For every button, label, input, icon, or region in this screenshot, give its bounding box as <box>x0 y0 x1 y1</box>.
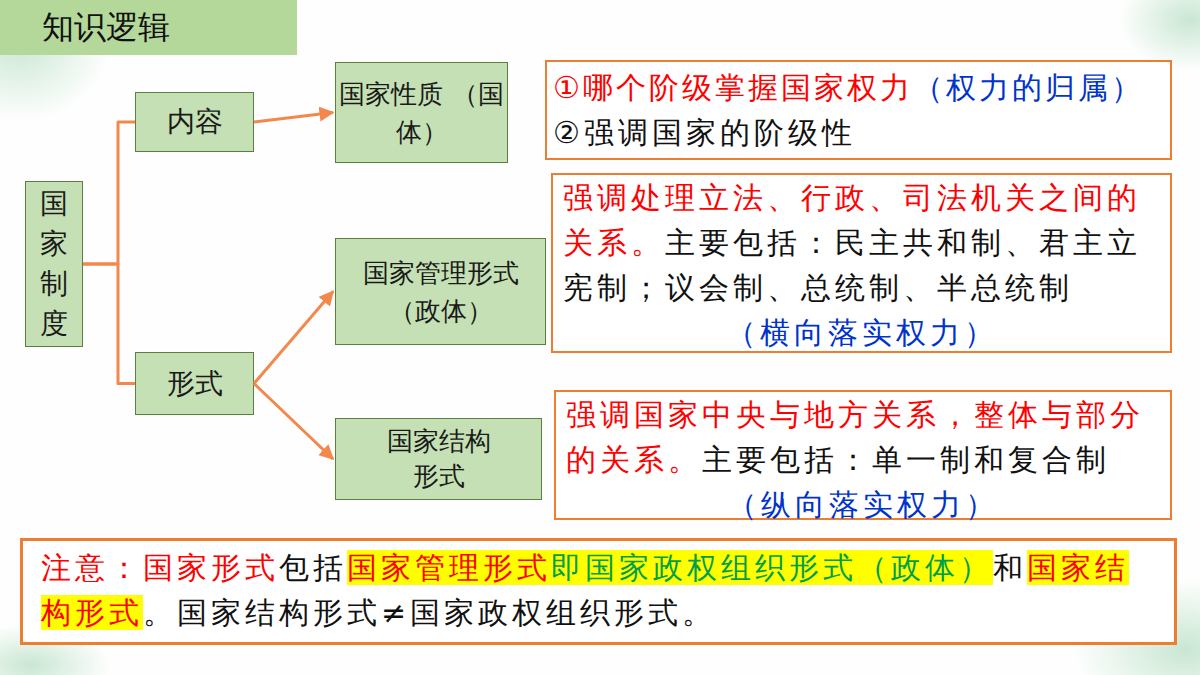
explanation-box: 强调国家中央与地方关系，整体与部分的关系。主要包括：单一制和复合制（纵向落实权力… <box>554 390 1172 520</box>
bracket-connector <box>83 122 135 264</box>
note-box: 注意：国家形式包括国家管理形式即国家政权组织形式（政体）和国家结构形式。国家结构… <box>20 538 1177 645</box>
category-box: 形式 <box>135 352 254 415</box>
text-flow: 强调国家中央与地方关系，整体与部分的关系。主要包括：单一制和复合制（纵向落实权力… <box>566 392 1160 527</box>
node-text: 内容 <box>167 105 223 138</box>
concept-box: 国家性质 （国体） <box>335 62 508 163</box>
text-flow: 国家管理形式 （政体） <box>336 254 545 330</box>
node-text: 包括 <box>279 550 347 585</box>
node-text: 和 <box>993 550 1027 585</box>
node-text: 注意： <box>41 550 143 585</box>
text-flow: 国家制度 <box>26 184 82 344</box>
node-text: 即国家政权组织形式（政体） <box>551 550 993 585</box>
node-text: （权力的归属） <box>913 70 1144 105</box>
text-flow: 强调处理立法、行政、司法机关之间的关系。主要包括：民主共和制、君主立宪制；议会制… <box>563 175 1160 355</box>
arrow-connector <box>254 292 333 384</box>
bracket-connector <box>83 264 135 384</box>
node-text: （纵向落实权力） <box>566 482 1160 527</box>
node-text: （横向落实权力） <box>563 310 1160 355</box>
text-flow: 形式 <box>136 365 253 403</box>
node-text: 国家结构 形式 <box>384 424 494 494</box>
concept-box: 国家结构 形式 <box>335 418 542 500</box>
node-text: 形式 <box>167 367 223 400</box>
category-box: 内容 <box>135 92 254 152</box>
text-flow: 国家性质 （国体） <box>336 75 507 151</box>
explanation-box: 强调处理立法、行政、司法机关之间的关系。主要包括：民主共和制、君主立宪制；议会制… <box>551 173 1172 353</box>
text-flow: 注意：国家形式包括国家管理形式即国家政权组织形式（政体）和国家结构形式。国家结构… <box>41 545 1156 635</box>
node-text: ①哪个阶级掌握国家权力 <box>553 70 913 105</box>
node-text: 国家制度 <box>40 184 68 344</box>
explanation-box: ①哪个阶级掌握国家权力（权力的归属） ②强调国家的阶级性 <box>545 60 1172 160</box>
text-flow: 内容 <box>136 103 253 141</box>
node-text: 主要包括：单一制和复合制 <box>702 442 1110 477</box>
node-text: 国家管理形式 （政体） <box>363 258 519 326</box>
node-text: ②强调国家的阶级性 <box>553 110 1164 155</box>
text-flow: 国家结构 形式 <box>336 424 541 494</box>
node-text: 国家管理形式 <box>347 550 551 585</box>
node-text: 。国家结构形式≠国家政权组织形式。 <box>143 595 716 630</box>
node-text: 国家性质 （国体） <box>339 79 503 147</box>
slide-title: 知识逻辑 <box>0 0 297 55</box>
node-text: 国家形式 <box>143 550 279 585</box>
root-box: 国家制度 <box>25 181 83 347</box>
concept-box: 国家管理形式 （政体） <box>335 238 546 345</box>
text-flow: ①哪个阶级掌握国家权力（权力的归属） ②强调国家的阶级性 <box>553 65 1164 155</box>
arrow-connector <box>254 113 333 123</box>
arrow-connector <box>254 384 333 460</box>
